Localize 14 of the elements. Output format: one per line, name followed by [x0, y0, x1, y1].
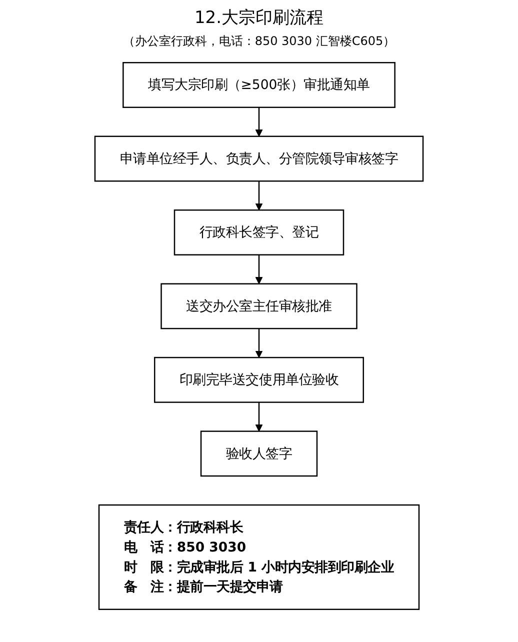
diagram-title: 12.大宗印刷流程	[193, 7, 325, 29]
node-box: 行政科长签字、登记	[174, 209, 344, 256]
arrow	[255, 181, 263, 210]
node-box: 责任人：行政科科长 电 话：850 3030 时 限：完成审批后 1 小时内安排到印刷企业 备 注：提前一天提交申请	[98, 504, 420, 610]
node-box: 送交办公室主任审核批准	[160, 283, 358, 330]
node-box: 填写大宗印刷（≥500张）审批通知单	[122, 62, 396, 108]
node-box: 申请单位经手人、负责人、分管院领导审核签字	[94, 136, 424, 182]
arrow	[255, 254, 263, 284]
subtitle-note: （办公室行政科，电话：850 3030 汇智楼C605）	[122, 33, 396, 50]
arrow	[255, 328, 263, 358]
node-box: 印刷完毕送交使用单位验收	[154, 356, 364, 403]
arrow	[255, 107, 263, 137]
arrow	[255, 402, 263, 432]
node-box: 验收人签字	[200, 430, 318, 477]
